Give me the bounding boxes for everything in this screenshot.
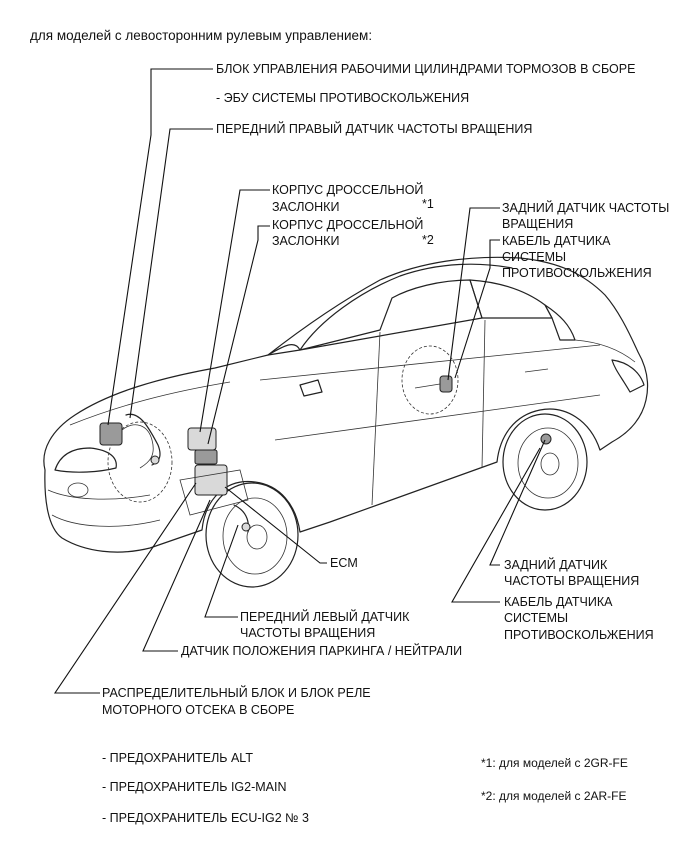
fuse-item-ig2-main: - ПРЕДОХРАНИТЕЛЬ IG2-MAIN xyxy=(102,780,287,794)
label-sensor-cable-top-line2: СИСТЕМЫ xyxy=(502,250,566,264)
rear-sensor-top-part xyxy=(439,375,453,393)
label-rear-speed-sensor-bottom-line2: ЧАСТОТЫ ВРАЩЕНИЯ xyxy=(504,574,639,588)
label-rear-speed-sensor-top-line1: ЗАДНИЙ ДАТЧИК ЧАСТОТЫ xyxy=(502,200,669,215)
label-rear-speed-sensor-bottom-line1: ЗАДНИЙ ДАТЧИК xyxy=(504,557,608,572)
footnote-2ar-fe: *2: для моделей с 2AR-FE xyxy=(481,789,627,803)
callout-labels: БЛОК УПРАВЛЕНИЯ РАБОЧИМИ ЦИЛИНДРАМИ ТОРМ… xyxy=(102,62,669,825)
label-throttle-body-2-line2: ЗАСЛОНКИ xyxy=(272,234,339,248)
label-throttle-body-2-mark: *2 xyxy=(422,233,434,247)
label-sensor-cable-bottom-line1: КАБЕЛЬ ДАТЧИКА xyxy=(504,595,613,609)
ecm-part xyxy=(194,464,228,496)
label-front-left-speed-sensor-line1: ПЕРЕДНИЙ ЛЕВЫЙ ДАТЧИК xyxy=(240,609,410,624)
label-brake-actuator: БЛОК УПРАВЛЕНИЯ РАБОЧИМИ ЦИЛИНДРАМИ ТОРМ… xyxy=(216,62,635,76)
car-illustration xyxy=(43,256,649,588)
rear-sensor-bottom-part xyxy=(540,433,552,445)
label-skid-control-ecu: - ЭБУ СИСТЕМЫ ПРОТИВОСКОЛЬЖЕНИЯ xyxy=(216,91,469,105)
label-sensor-cable-top-line1: КАБЕЛЬ ДАТЧИКА xyxy=(502,234,611,248)
label-ecm: ECM xyxy=(330,556,358,570)
label-front-left-speed-sensor-line2: ЧАСТОТЫ ВРАЩЕНИЯ xyxy=(240,626,375,640)
label-throttle-body-2-line1: КОРПУС ДРОССЕЛЬНОЙ xyxy=(272,217,423,232)
leader-lines xyxy=(53,68,546,694)
footnote-2gr-fe: *1: для моделей с 2GR-FE xyxy=(481,756,628,770)
label-sensor-cable-bottom-line2: СИСТЕМЫ xyxy=(504,611,568,625)
label-throttle-body-1-line1: КОРПУС ДРОССЕЛЬНОЙ xyxy=(272,182,423,197)
fuse-item-alt: - ПРЕДОХРАНИТЕЛЬ ALT xyxy=(102,751,253,765)
label-relay-block-line2: МОТОРНОГО ОТСЕКА В СБОРЕ xyxy=(102,703,294,717)
label-relay-block-line1: РАСПРЕДЕЛИТЕЛЬНЫЙ БЛОК И БЛОК РЕЛЕ xyxy=(102,685,371,700)
label-throttle-body-1-line2: ЗАСЛОНКИ xyxy=(272,200,339,214)
label-sensor-cable-top-line3: ПРОТИВОСКОЛЬЖЕНИЯ xyxy=(502,266,652,280)
throttle-body-part xyxy=(187,427,217,451)
label-sensor-cable-bottom-line3: ПРОТИВОСКОЛЬЖЕНИЯ xyxy=(504,628,654,642)
label-park-neutral-sensor: ДАТЧИК ПОЛОЖЕНИЯ ПАРКИНГА / НЕЙТРАЛИ xyxy=(181,643,462,658)
brake-actuator-part xyxy=(99,422,123,446)
fuse-item-ecu-ig2-3: - ПРЕДОХРАНИТЕЛЬ ECU-IG2 № 3 xyxy=(102,811,309,825)
label-throttle-body-1-mark: *1 xyxy=(422,197,434,211)
component-parts xyxy=(99,375,552,533)
label-front-right-speed-sensor: ПЕРЕДНИЙ ПРАВЫЙ ДАТЧИК ЧАСТОТЫ ВРАЩЕНИЯ xyxy=(216,121,532,136)
label-rear-speed-sensor-top-line2: ВРАЩЕНИЯ xyxy=(502,217,573,231)
diagram-header: для моделей с левосторонним рулевым упра… xyxy=(30,28,372,43)
